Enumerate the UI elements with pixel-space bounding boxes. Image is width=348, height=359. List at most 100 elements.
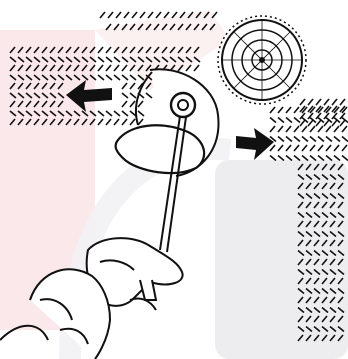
hatch-mark (270, 118, 276, 123)
hatch-mark (332, 120, 337, 126)
hatch-mark (130, 101, 135, 107)
hatch-mark (294, 107, 299, 113)
hatch-mark (138, 111, 144, 116)
hatch-mark (122, 75, 128, 80)
hatch-mark (334, 126, 339, 132)
hatch-mark (122, 83, 127, 89)
hatch-mark (302, 156, 308, 161)
hatch-mark (100, 12, 105, 18)
hatch-mark (98, 119, 103, 125)
hatch-mark (310, 126, 315, 132)
hatch-mark (302, 126, 307, 132)
hatch-mark (114, 119, 119, 125)
hatch-mark (326, 137, 332, 142)
hatch-mark (156, 12, 161, 18)
hatch-mark (114, 65, 119, 71)
hatch-mark (326, 156, 332, 161)
hatch-mark (116, 12, 121, 18)
hatch-mark (286, 156, 292, 161)
hatch-mark (130, 119, 135, 125)
hatch-mark (270, 145, 275, 151)
hatch-mark (308, 99, 313, 105)
hatch-mark (342, 156, 348, 161)
hatch-mark (140, 12, 145, 18)
hatch-mark (294, 156, 300, 161)
hatch-mark (132, 12, 137, 18)
hatch-mark (194, 65, 199, 71)
hatch-mark (130, 75, 136, 80)
disc-detail-icon (218, 16, 306, 104)
hatch-mark (270, 126, 275, 132)
hatch-mark (342, 145, 347, 151)
hatch-mark (108, 12, 113, 18)
hatch-mark (316, 120, 321, 126)
hatch-mark (270, 107, 275, 113)
hatch-mark (318, 156, 324, 161)
hatch-mark (278, 137, 284, 142)
hatch-mark (278, 107, 283, 113)
hatch-mark (286, 137, 292, 142)
hatch-mark (332, 99, 337, 105)
hatch-mark (114, 111, 120, 116)
hatch-mark (270, 156, 276, 161)
hatch-mark (294, 137, 300, 142)
hatch-mark (318, 126, 323, 132)
hatch-mark (114, 57, 120, 62)
hatch-mark (278, 145, 283, 151)
hatch-mark (294, 126, 299, 132)
hatch-mark (326, 145, 331, 151)
hatch-mark (342, 126, 347, 132)
hatch-mark (342, 137, 348, 142)
hatch-mark (286, 107, 291, 113)
hatch-mark (318, 137, 324, 142)
hatch-mark (302, 145, 307, 151)
hatch-mark (122, 101, 127, 107)
hatch-mark (326, 126, 331, 132)
hatch-mark (334, 156, 340, 161)
hatch-mark (106, 75, 112, 80)
hatch-mark (310, 137, 316, 142)
hatch-mark (164, 12, 169, 18)
hatch-mark (334, 137, 340, 142)
hatch-mark (106, 119, 111, 125)
hatch-mark (122, 65, 127, 71)
hatch-mark (300, 99, 305, 105)
hatch-mark (106, 47, 111, 53)
hatch-mark (98, 111, 104, 116)
hatch-mark (308, 120, 313, 126)
hatch-mark (122, 111, 128, 116)
hatch-mark (294, 118, 300, 123)
hatch-mark (146, 93, 152, 98)
hatch-mark (310, 156, 316, 161)
hatch-mark (310, 145, 315, 151)
hatch-mark (98, 65, 103, 71)
hatch-mark (278, 156, 284, 161)
arrow-right-icon (236, 128, 274, 160)
hatch-mark (122, 93, 128, 98)
hatch-mark (302, 137, 308, 142)
hatch-mark (316, 99, 321, 105)
hatch-mark (106, 57, 112, 62)
hatch-mark (130, 93, 136, 98)
hatch-mark (286, 118, 292, 123)
hatch-mark (318, 145, 323, 151)
hatch-mark (114, 75, 120, 80)
hatch-mark (278, 126, 283, 132)
hatch-mark (334, 145, 339, 151)
hatch-mark (286, 145, 291, 151)
hatch-mark (98, 47, 103, 53)
hatch-mark (278, 118, 284, 123)
hatch-mark (294, 145, 299, 151)
hatch-mark (122, 119, 127, 125)
hatch-mark (340, 99, 345, 105)
hatch-mark (98, 57, 104, 62)
hatch-mark (324, 99, 329, 105)
hatch-mark (106, 65, 111, 71)
hatch-mark (124, 12, 129, 18)
hatch-mark (138, 101, 143, 107)
hatch-mark (324, 120, 329, 126)
hatch-mark (286, 126, 291, 132)
hatch-mark (148, 12, 153, 18)
